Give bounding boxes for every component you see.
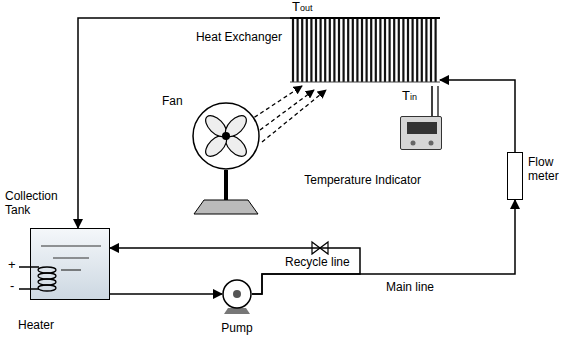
fan-hub — [222, 132, 230, 140]
part-label: + — [8, 258, 16, 272]
pump-impeller — [233, 290, 241, 298]
display-screen — [407, 122, 437, 134]
air-flow-arrow — [262, 90, 326, 142]
fan-shape — [192, 102, 260, 170]
pipe-line — [110, 293, 222, 295]
coil-tube — [421, 18, 423, 82]
heater-coil — [38, 267, 56, 273]
sensor-wire — [437, 86, 438, 116]
collection-tank-shape — [31, 229, 111, 301]
coil-tube — [338, 18, 340, 82]
coil-tube — [310, 18, 312, 82]
water-level — [61, 269, 81, 270]
coil-tube — [389, 18, 391, 82]
pump: Pump — [222, 279, 252, 309]
coil-tube — [370, 18, 372, 82]
part-label: Tout — [292, 0, 312, 15]
pipe-line — [78, 18, 290, 228]
coil-tube — [416, 18, 418, 82]
coil-tube — [329, 18, 331, 82]
node-label: Fan — [162, 94, 183, 108]
coil-tube — [320, 18, 322, 82]
coil-tube — [356, 18, 358, 82]
coil-tube — [343, 18, 345, 82]
node-label: Flow meter — [528, 155, 566, 183]
connectors — [78, 18, 515, 294]
indicator-knob — [429, 141, 434, 146]
pump-base — [224, 308, 250, 314]
fan-blade — [222, 132, 250, 160]
fan-blade — [202, 112, 230, 140]
line-label: Recycle line — [284, 255, 351, 269]
indicator-knob — [411, 141, 416, 146]
coil-tube — [430, 18, 432, 82]
heater-coil — [38, 279, 56, 285]
coil-tube — [361, 18, 363, 82]
water-level — [53, 257, 89, 258]
coil-tube — [301, 18, 303, 82]
coil-tube — [306, 18, 308, 82]
coil-tube — [435, 18, 437, 82]
coil-tube — [407, 18, 409, 82]
collection-tank: Collection Tank — [30, 228, 110, 300]
fan-post — [224, 170, 228, 200]
heat-exchanger: Heat Exchanger — [290, 14, 440, 86]
sensor-wire — [431, 86, 433, 116]
air-flow-arrow — [254, 86, 302, 117]
heater-coil — [38, 285, 56, 291]
coil-tube — [398, 18, 400, 82]
coil-tube — [292, 18, 294, 82]
coil-tube — [352, 18, 354, 82]
fan-blade — [202, 132, 230, 160]
heater-coil — [38, 273, 56, 279]
fan-blade — [222, 112, 250, 140]
node-label: Pump — [221, 321, 252, 335]
water-level — [41, 245, 101, 246]
coil-tube — [384, 18, 386, 82]
coil-tube — [315, 18, 317, 82]
line-label: Main line — [385, 280, 435, 294]
pump-casing — [223, 280, 251, 308]
part-label: - — [10, 279, 14, 293]
coil-tube — [375, 18, 377, 82]
fan-base — [194, 200, 258, 214]
coil-tube — [324, 18, 326, 82]
coil-tube — [379, 18, 381, 82]
coil-tube — [402, 18, 404, 82]
coil-header — [290, 17, 440, 19]
coil-tube — [366, 18, 368, 82]
pipe-line — [252, 200, 515, 294]
node-label: Temperature Indicator — [304, 173, 421, 187]
part-label: Heater — [18, 318, 54, 332]
node-label: Collection Tank — [5, 189, 69, 217]
coil-header — [290, 81, 440, 82]
coil-tube — [297, 18, 299, 82]
heat-exchanger-shape — [290, 14, 440, 86]
part-label: Tin — [402, 89, 417, 104]
temperature-indicator-shape — [401, 117, 443, 151]
coil-tube — [347, 18, 349, 82]
pipe-line — [440, 80, 515, 152]
temperature-indicator: Temperature Indicator — [400, 116, 442, 150]
node-label: Heat Exchanger — [196, 30, 282, 44]
flow-meter: Flow meter — [507, 152, 523, 200]
coil-tube — [333, 18, 335, 82]
coil-tube — [393, 18, 395, 82]
fan-guard — [193, 103, 259, 169]
coil-tube — [412, 18, 414, 82]
coil-tube — [425, 18, 427, 82]
pump-shape — [222, 279, 252, 309]
fan: Fan — [192, 102, 260, 170]
heater-wire — [19, 267, 39, 289]
